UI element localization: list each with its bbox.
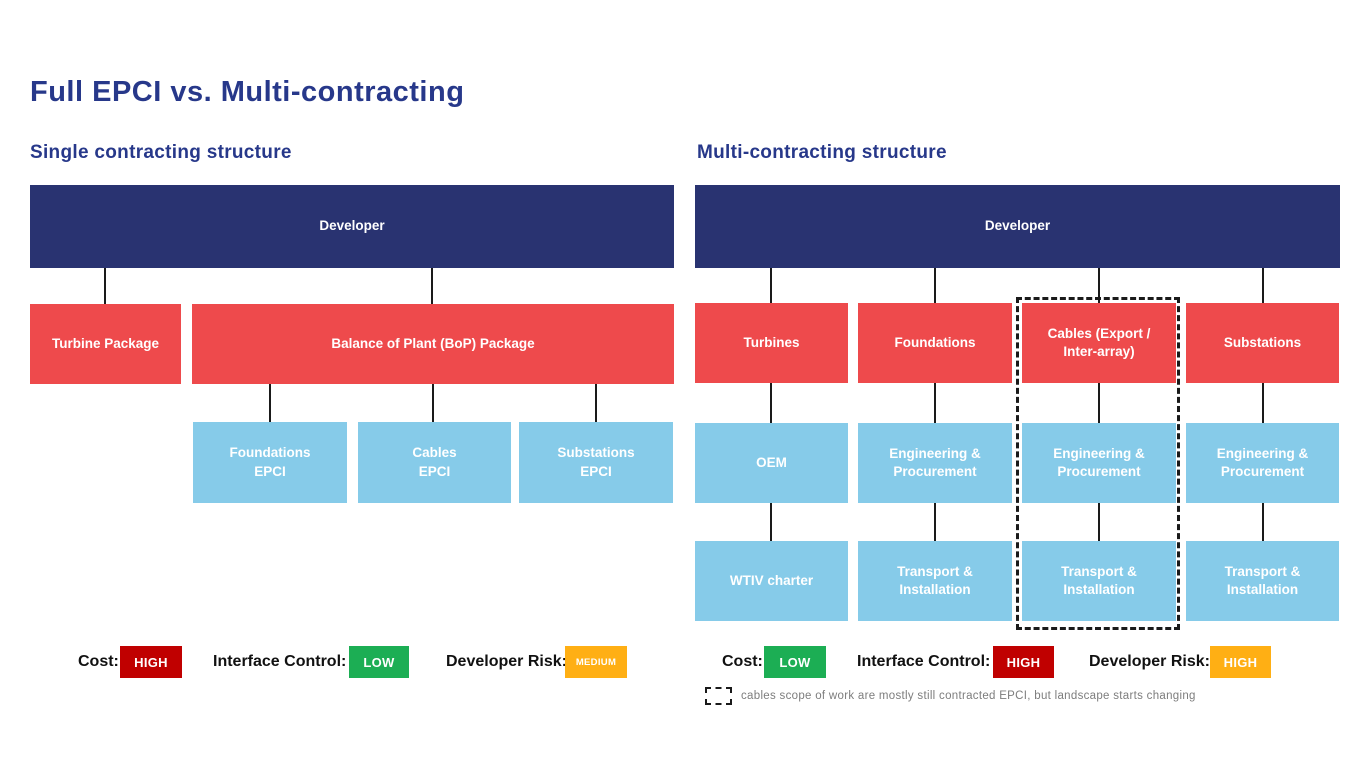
right-interface-control-label: Interface Control: xyxy=(857,653,991,670)
connector-line xyxy=(431,268,433,305)
cables-epci-box: Cables EPCI xyxy=(358,422,511,503)
left-developer-risk-label: Developer Risk: xyxy=(446,653,567,670)
transport-installation-box: Transport & Installation xyxy=(1186,541,1339,621)
dashed-box-legend-icon xyxy=(705,687,732,705)
left-developer-risk-badge: MEDIUM xyxy=(565,646,627,678)
wtiv-charter-box: WTIV charter xyxy=(695,541,848,621)
connector-line xyxy=(1098,268,1100,304)
connector-line xyxy=(269,384,271,422)
connector-line xyxy=(1098,383,1100,423)
turbines-package-box: Turbines xyxy=(695,303,848,383)
single-contracting-heading: Single contracting structure xyxy=(30,142,292,163)
connector-line xyxy=(770,503,772,541)
connector-line xyxy=(934,503,936,541)
turbine-package-box: Turbine Package xyxy=(30,304,181,384)
engineering-procurement-box: Engineering & Procurement xyxy=(1022,423,1176,503)
connector-line xyxy=(934,268,936,304)
left-developer-box: Developer xyxy=(30,185,674,268)
connector-line xyxy=(1262,503,1264,541)
substations-package-box: Substations xyxy=(1186,303,1339,383)
transport-installation-box: Transport & Installation xyxy=(1022,541,1176,621)
engineering-procurement-box: Engineering & Procurement xyxy=(1186,423,1339,503)
multi-contracting-heading: Multi-contracting structure xyxy=(697,142,947,163)
bop-package-box: Balance of Plant (BoP) Package xyxy=(192,304,674,384)
left-cost-badge: HIGH xyxy=(120,646,182,678)
right-developer-box: Developer xyxy=(695,185,1340,268)
cables-package-box: Cables (Export / Inter-array) xyxy=(1022,303,1176,383)
connector-line xyxy=(595,384,597,422)
connector-line xyxy=(104,268,106,305)
right-interface-control-badge: HIGH xyxy=(993,646,1054,678)
footnote-text: cables scope of work are mostly still co… xyxy=(741,690,1196,702)
right-cost-badge: LOW xyxy=(764,646,826,678)
transport-installation-box: Transport & Installation xyxy=(858,541,1012,621)
connector-line xyxy=(1262,383,1264,423)
page-title: Full EPCI vs. Multi-contracting xyxy=(30,76,465,108)
connector-line xyxy=(770,383,772,423)
connector-line xyxy=(1262,268,1264,304)
left-cost-label: Cost: xyxy=(78,653,119,670)
left-interface-control-badge: LOW xyxy=(349,646,409,678)
engineering-procurement-box: Engineering & Procurement xyxy=(858,423,1012,503)
right-cost-label: Cost: xyxy=(722,653,763,670)
right-developer-risk-badge: HIGH xyxy=(1210,646,1271,678)
substations-epci-box: Substations EPCI xyxy=(519,422,673,503)
right-developer-risk-label: Developer Risk: xyxy=(1089,653,1210,670)
left-interface-control-label: Interface Control: xyxy=(213,653,347,670)
foundations-package-box: Foundations xyxy=(858,303,1012,383)
connector-line xyxy=(432,384,434,422)
oem-box: OEM xyxy=(695,423,848,503)
connector-line xyxy=(1098,503,1100,541)
connector-line xyxy=(770,268,772,304)
connector-line xyxy=(934,383,936,423)
foundations-epci-box: Foundations EPCI xyxy=(193,422,347,503)
